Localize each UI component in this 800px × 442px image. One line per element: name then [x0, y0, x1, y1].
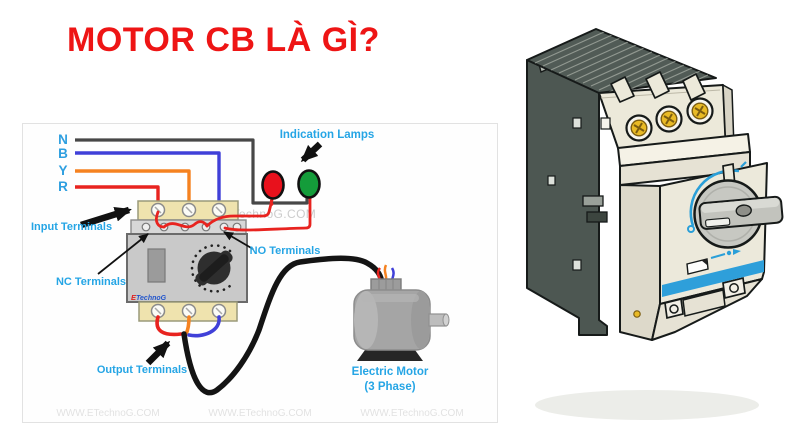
watermark-bottom-3: WWW.ETechnoG.COM — [360, 408, 463, 419]
breaker-knob — [693, 162, 784, 249]
indication-lamps-label: Indication Lamps — [280, 129, 375, 141]
indication-lamps — [261, 169, 321, 206]
wire-label-n: N — [58, 132, 68, 147]
nc-terminals-leader — [97, 233, 149, 275]
input-terminals-arrow — [80, 206, 132, 229]
dial-off-marker — [687, 225, 695, 233]
page-title: MOTOR CB LÀ GÌ? — [67, 21, 380, 59]
brand-logo: ETechnoG — [131, 293, 167, 302]
control-wiring — [155, 196, 312, 232]
breaker-knob — [195, 250, 233, 286]
breaker-side-face — [619, 184, 661, 341]
breaker-shadow — [535, 390, 759, 420]
wiring-diagram-panel: N B Y R WWW.ETechnoG.COM — [22, 123, 498, 423]
motor-cable — [181, 255, 385, 396]
breaker-label-window — [686, 258, 709, 275]
no-terminals-leader — [223, 231, 254, 250]
wire-label-r: R — [58, 179, 68, 194]
breaker-handle — [698, 195, 784, 230]
wiring-diagram: N B Y R WWW.ETechnoG.COM — [31, 129, 464, 419]
trip-indicator — [710, 249, 741, 259]
input-terminal-screws — [150, 202, 227, 218]
output-terminals-label: Output Terminals — [97, 364, 187, 376]
nc-terminals-label: NC Terminals — [56, 276, 126, 288]
breaker-window — [147, 248, 166, 283]
electric-motor — [353, 264, 450, 361]
red-lamp — [261, 170, 285, 200]
dial-on-tick — [740, 161, 747, 168]
neutral-wire — [75, 138, 309, 205]
blue-phase-wire — [75, 151, 221, 207]
output-terminals-arrow — [145, 340, 171, 366]
no-terminals-label: NO Terminals — [250, 245, 321, 257]
yellow-phase-wire — [75, 169, 191, 207]
input-terminals-label: Input Terminals — [31, 221, 112, 233]
indication-lamps-arrow — [300, 141, 323, 163]
breaker-illustration — [495, 0, 800, 442]
wire-label-y: Y — [58, 163, 67, 178]
dial-dots — [190, 244, 233, 293]
wire-label-b: B — [58, 146, 68, 161]
output-terminal-screws — [150, 303, 227, 319]
breaker-housing-left — [526, 59, 608, 336]
motor-label-line1: Electric Motor — [352, 366, 429, 378]
breaker-svg — [526, 28, 784, 420]
watermark-bottom-1: WWW.ETechnoG.COM — [56, 408, 159, 419]
breaker-feet — [633, 276, 746, 320]
green-lamp — [297, 169, 321, 199]
breaker-terminal-screws — [625, 97, 714, 142]
breaker-prong-tabs — [610, 71, 706, 103]
watermark-bottom-2: WWW.ETechnoG.COM — [208, 408, 311, 419]
motor-stand — [357, 350, 423, 361]
motor-label-line2: (3 Phase) — [364, 381, 415, 393]
breaker-blue-stripe — [662, 260, 764, 297]
